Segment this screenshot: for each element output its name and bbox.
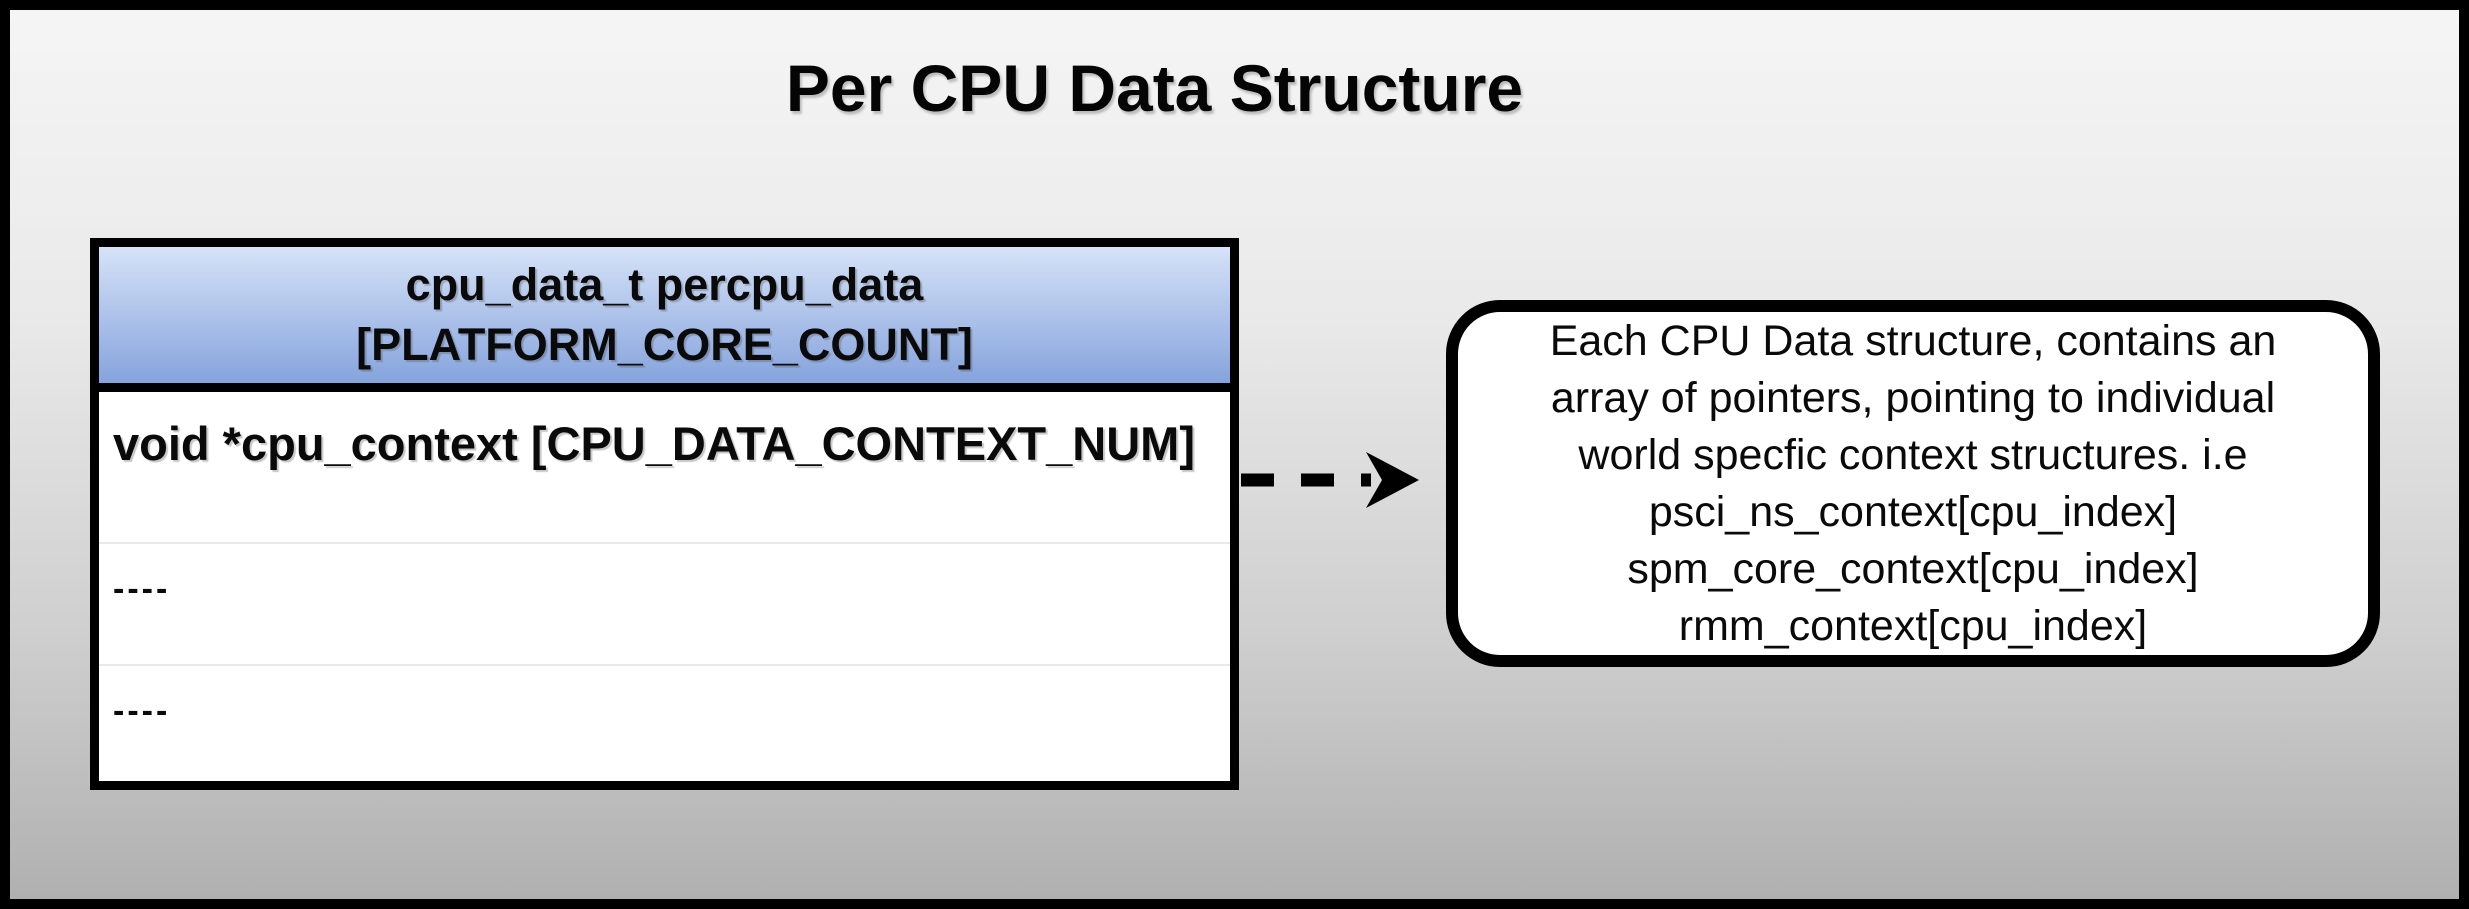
table-row-cpu-context: void *cpu_context [CPU_DATA_CONTEXT_NUM] [99,392,1230,544]
table-row-placeholder-2: ---- [99,666,1230,781]
callout-line-2: array of pointers, pointing to individua… [1550,373,2276,422]
table-header-line-1: cpu_data_t percpu_data [405,259,924,310]
dashed-arrow-icon [1241,452,1419,508]
callout-line-5: spm_core_context[cpu_index] [1627,544,2199,593]
table-row-placeholder-1: ---- [99,544,1230,666]
diagram-title: Per CPU Data Structure [785,51,1524,125]
callout-line-1: Each CPU Data structure, contains an [1549,316,2277,365]
callout-box: Each CPU Data structure, contains an arr… [1446,300,2380,667]
callout-line-6: rmm_context[cpu_index] [1678,601,2148,650]
callout-line-3: world specfic context structures. i.e [1578,430,2248,479]
table-header-line-2: [PLATFORM_CORE_COUNT] [356,319,973,370]
callout-line-4: psci_ns_context[cpu_index] [1648,487,2178,536]
cpu-data-structure-table: cpu_data_t percpu_data [PLATFORM_CORE_CO… [90,238,1239,790]
table-header: cpu_data_t percpu_data [PLATFORM_CORE_CO… [99,247,1230,392]
